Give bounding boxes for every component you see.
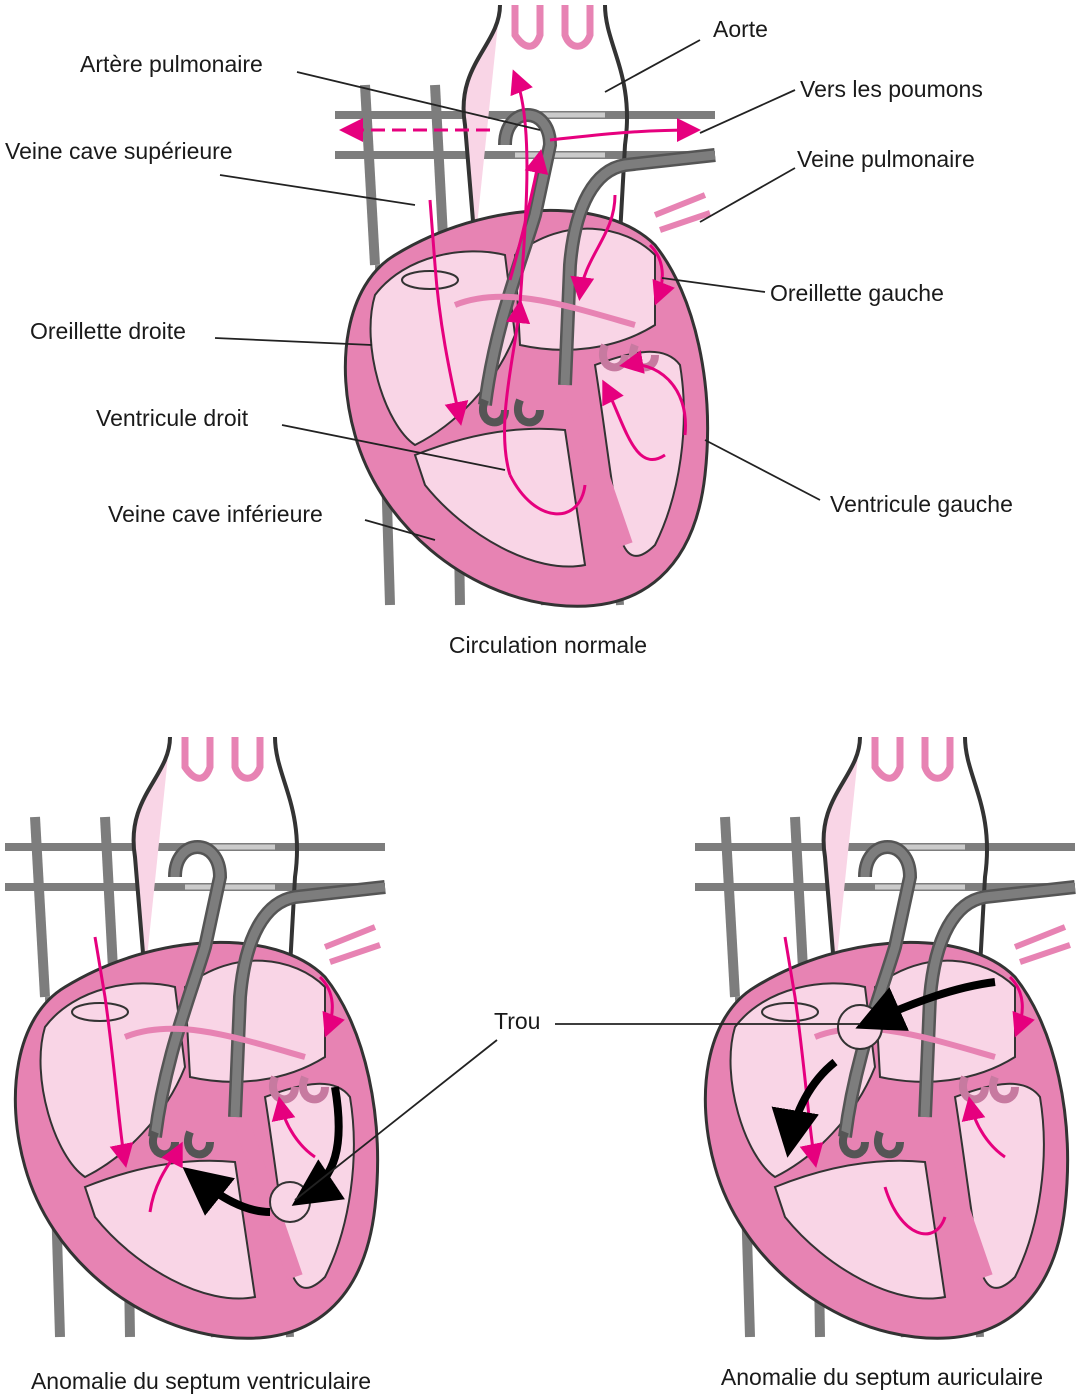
heart-ventricular-defect (5, 737, 385, 1338)
curved-arrow-icon (291, 1086, 345, 1206)
caption-ventricular-defect: Anomalie du septum ventriculaire (31, 1368, 371, 1394)
heart-atrial-defect (695, 737, 1075, 1338)
label-artere-pulmonaire: Artère pulmonaire (80, 51, 263, 77)
curved-arrow-icon (855, 978, 996, 1031)
label-ventricule-gauche: Ventricule gauche (830, 491, 1013, 517)
caption-atrial-defect: Anomalie du septum auriculaire (721, 1364, 1043, 1390)
label-aorte: Aorte (713, 16, 768, 42)
caption-normal: Circulation normale (449, 632, 647, 658)
label-oreillette-droite: Oreillette droite (30, 318, 186, 344)
label-ventricule-droit: Ventricule droit (96, 405, 249, 431)
label-vers-les-poumons: Vers les poumons (800, 76, 983, 102)
curved-arrow-icon (182, 1167, 271, 1216)
label-veine-pulmonaire: Veine pulmonaire (797, 146, 975, 172)
label-veine-cave-inferieure: Veine cave inférieure (108, 501, 323, 527)
label-veine-cave-superieure: Veine cave supérieure (5, 138, 233, 164)
curved-arrow-icon (771, 1058, 838, 1158)
label-trou: Trou (494, 1008, 540, 1034)
heart-normal (335, 5, 715, 606)
leader-lines (214, 39, 860, 1201)
label-oreillette-gauche: Oreillette gauche (770, 280, 944, 306)
